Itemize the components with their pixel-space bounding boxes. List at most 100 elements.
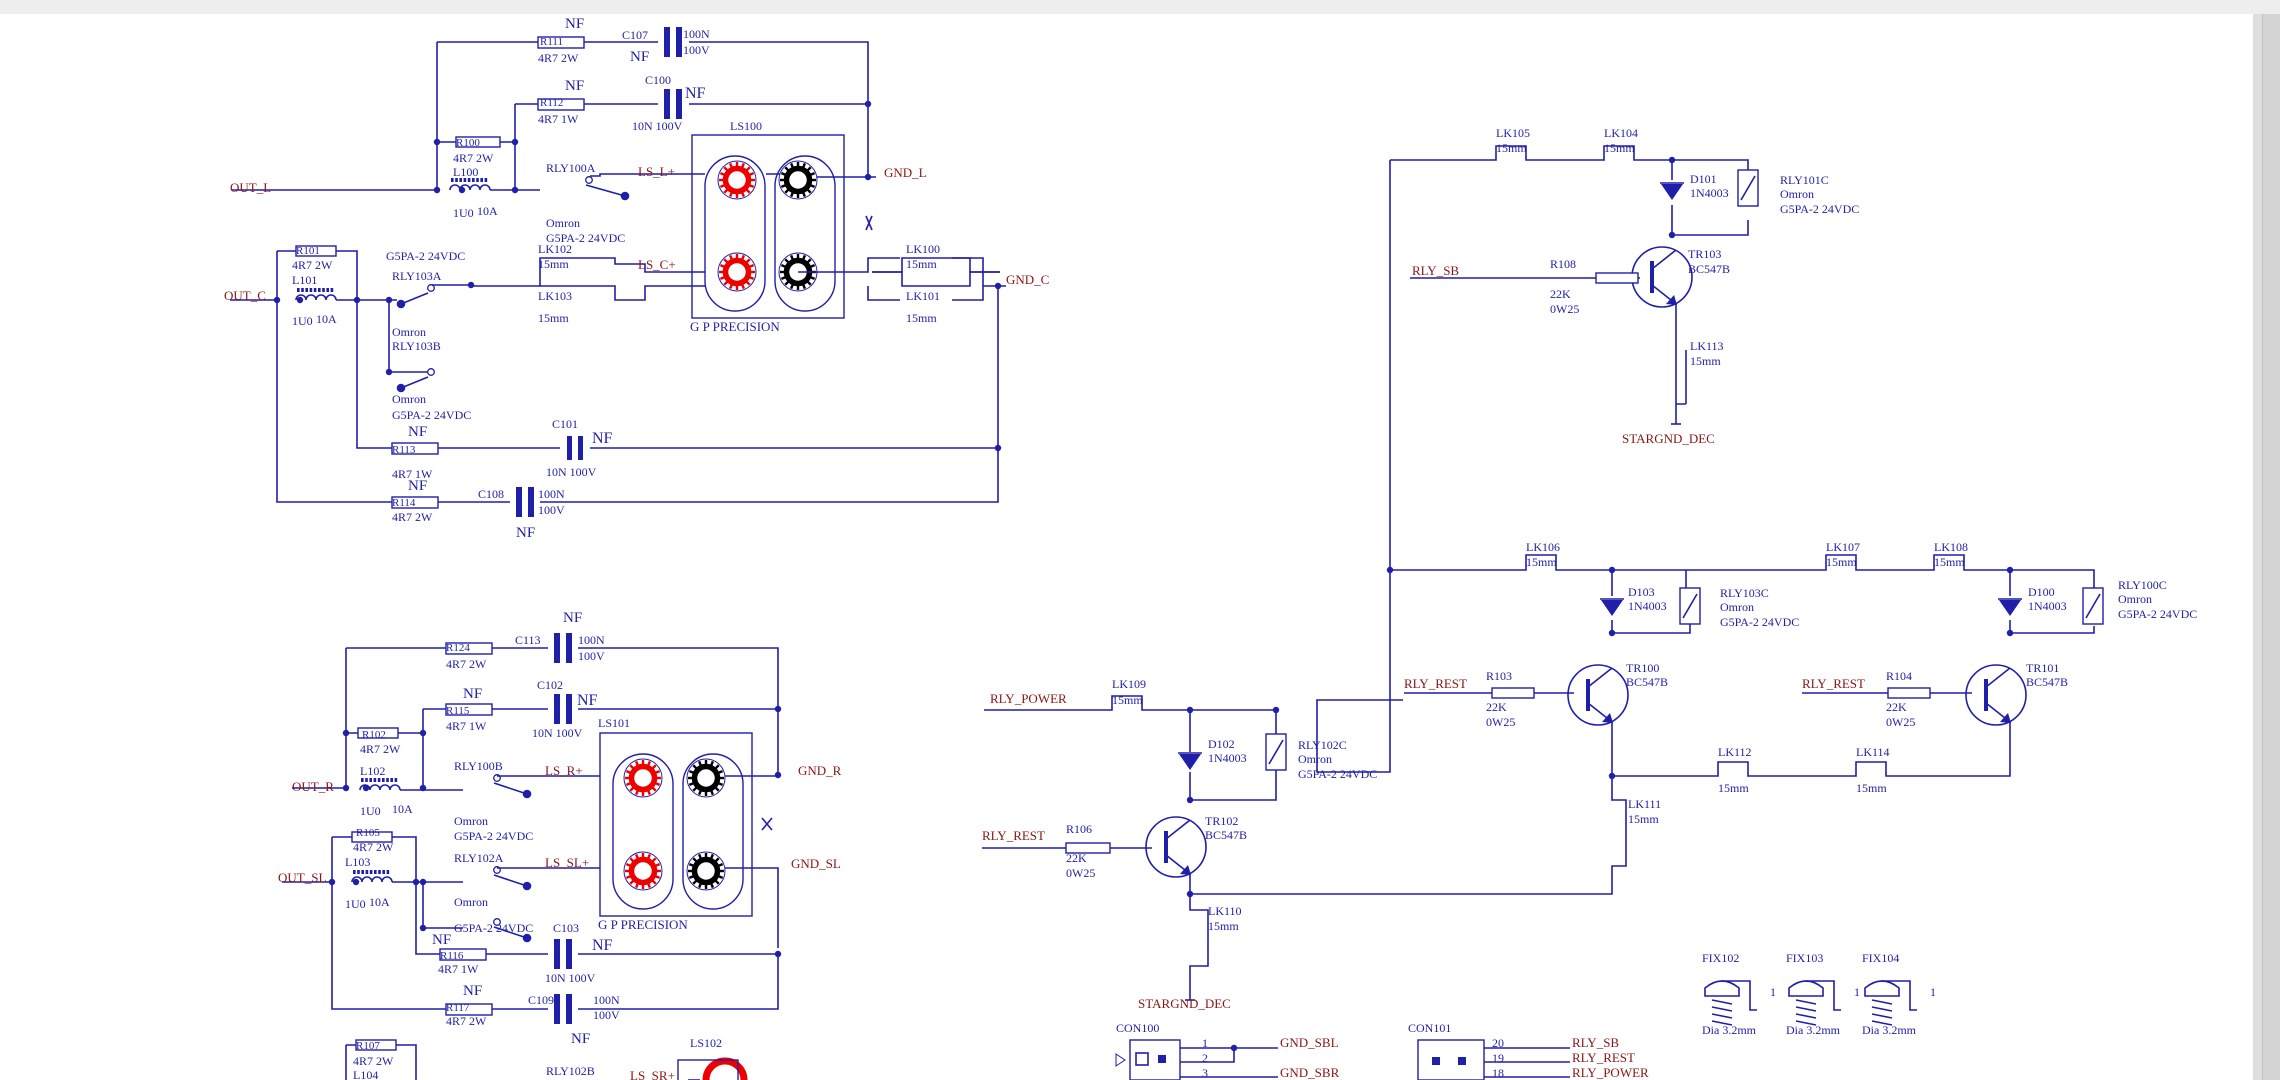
switch-blade bbox=[585, 184, 626, 197]
label-11: NF bbox=[685, 85, 706, 102]
label-205: RLY_REST bbox=[1572, 1050, 1635, 1065]
label-103: NF bbox=[463, 983, 482, 999]
label-176: TR102 bbox=[1205, 814, 1238, 828]
label-164: RLY_POWER bbox=[990, 691, 1067, 706]
label-77: L102 bbox=[360, 764, 385, 778]
label-150: TR100 bbox=[1626, 661, 1659, 675]
junction-dot bbox=[433, 186, 441, 194]
inductor-coil bbox=[449, 184, 491, 191]
inductor-core bbox=[309, 288, 313, 292]
junction-dot bbox=[1230, 1044, 1238, 1052]
label-101: NF bbox=[592, 937, 613, 954]
fixing-thread bbox=[1795, 1013, 1817, 1019]
label-59: 100V bbox=[538, 503, 565, 517]
wire bbox=[984, 695, 1277, 734]
label-89: OUT_SL bbox=[278, 870, 326, 885]
junction-dot bbox=[467, 281, 475, 289]
vertical-scrollbar[interactable] bbox=[2262, 14, 2280, 1080]
label-6: NF bbox=[630, 49, 649, 65]
label-145: D100 bbox=[2028, 585, 2055, 599]
label-112: L104 bbox=[353, 1068, 378, 1080]
junction-dot bbox=[458, 186, 466, 194]
label-34: LK100 bbox=[906, 242, 940, 256]
label-148: Omron bbox=[2118, 592, 2152, 606]
label-116: LK105 bbox=[1496, 126, 1530, 140]
transistor-base bbox=[1164, 831, 1168, 863]
wire bbox=[1484, 1047, 1570, 1078]
label-79: GND_R bbox=[798, 763, 842, 778]
label-97: C103 bbox=[553, 921, 579, 935]
connector-body bbox=[1417, 1039, 1485, 1080]
junction-dot bbox=[433, 138, 441, 146]
resistor-body bbox=[351, 831, 393, 843]
label-194: CON100 bbox=[1116, 1021, 1159, 1035]
speaker-slot bbox=[704, 155, 766, 312]
switch-blade bbox=[400, 376, 429, 389]
label-52: NF bbox=[592, 430, 613, 447]
fixing-head bbox=[1704, 980, 1740, 997]
label-188: Dia 3.2mm bbox=[1702, 1023, 1757, 1037]
label-37: LK103 bbox=[538, 289, 572, 303]
label-140: D103 bbox=[1628, 585, 1655, 599]
junction-dot bbox=[419, 924, 427, 932]
label-195: 1 bbox=[1202, 1036, 1208, 1050]
fixing-thread bbox=[1871, 1020, 1893, 1026]
fixing-head bbox=[1788, 980, 1824, 997]
terminal-hole bbox=[732, 175, 742, 185]
nc-mark bbox=[761, 817, 773, 831]
resistor-body bbox=[445, 642, 493, 655]
label-153: BC547B bbox=[2026, 675, 2068, 689]
capacitor-plate bbox=[578, 436, 583, 460]
label-64: C113 bbox=[515, 633, 541, 647]
wire bbox=[345, 1044, 417, 1080]
label-102: 10N 100V bbox=[545, 971, 596, 985]
label-184: STARGND_DEC bbox=[1138, 996, 1231, 1011]
red-terminal bbox=[628, 763, 658, 793]
inductor-core bbox=[374, 870, 377, 874]
inductor-core bbox=[330, 288, 334, 292]
label-167: RLY102C bbox=[1298, 738, 1347, 752]
label-114: LS102 bbox=[690, 1036, 722, 1050]
schematic-sheet[interactable] bbox=[0, 14, 2253, 1080]
capacitor-plate bbox=[664, 27, 670, 57]
capacitor-plate bbox=[567, 436, 572, 460]
junction-dot bbox=[342, 729, 350, 737]
resistor-body bbox=[537, 98, 585, 111]
label-8: R112 bbox=[540, 97, 563, 109]
switch-contact bbox=[427, 368, 435, 376]
label-152: TR101 bbox=[2026, 661, 2059, 675]
label-69: 4R7 1W bbox=[446, 719, 487, 733]
label-38: LK101 bbox=[906, 289, 940, 303]
label-46: Omron bbox=[392, 392, 426, 406]
transistor-arrow bbox=[1602, 713, 1613, 723]
junction-dot bbox=[1186, 796, 1194, 804]
inductor-core bbox=[390, 778, 393, 782]
label-0: NF bbox=[565, 16, 584, 32]
inductor-core bbox=[467, 178, 471, 182]
label-125: TR103 bbox=[1688, 247, 1721, 261]
wire bbox=[1180, 1047, 1278, 1078]
label-143: Omron bbox=[1720, 600, 1754, 614]
relay-coil-slash bbox=[1268, 739, 1284, 765]
fixing-lead bbox=[1806, 980, 1841, 1011]
resistor-body bbox=[357, 727, 399, 739]
label-111: 4R7 2W bbox=[353, 1054, 394, 1068]
switch-blade bbox=[493, 926, 528, 939]
label-107: 100N bbox=[593, 993, 620, 1007]
label-129: 22K bbox=[1550, 287, 1571, 301]
capacitor-plate bbox=[566, 694, 572, 724]
fixing-thread bbox=[1795, 1006, 1817, 1012]
label-43: G P PRECISION bbox=[690, 319, 780, 334]
label-132: 15mm bbox=[1690, 354, 1721, 368]
label-62: R124 bbox=[446, 642, 470, 654]
fixing-thread bbox=[1711, 1020, 1733, 1026]
label-141: 1N4003 bbox=[1628, 599, 1667, 613]
inductor-core bbox=[373, 778, 377, 782]
label-186: FIX103 bbox=[1786, 951, 1823, 965]
label-190: Dia 3.2mm bbox=[1862, 1023, 1917, 1037]
nc-mark bbox=[865, 215, 873, 231]
transistor-collector bbox=[1651, 249, 1677, 270]
label-135: 15mm bbox=[1526, 555, 1557, 569]
